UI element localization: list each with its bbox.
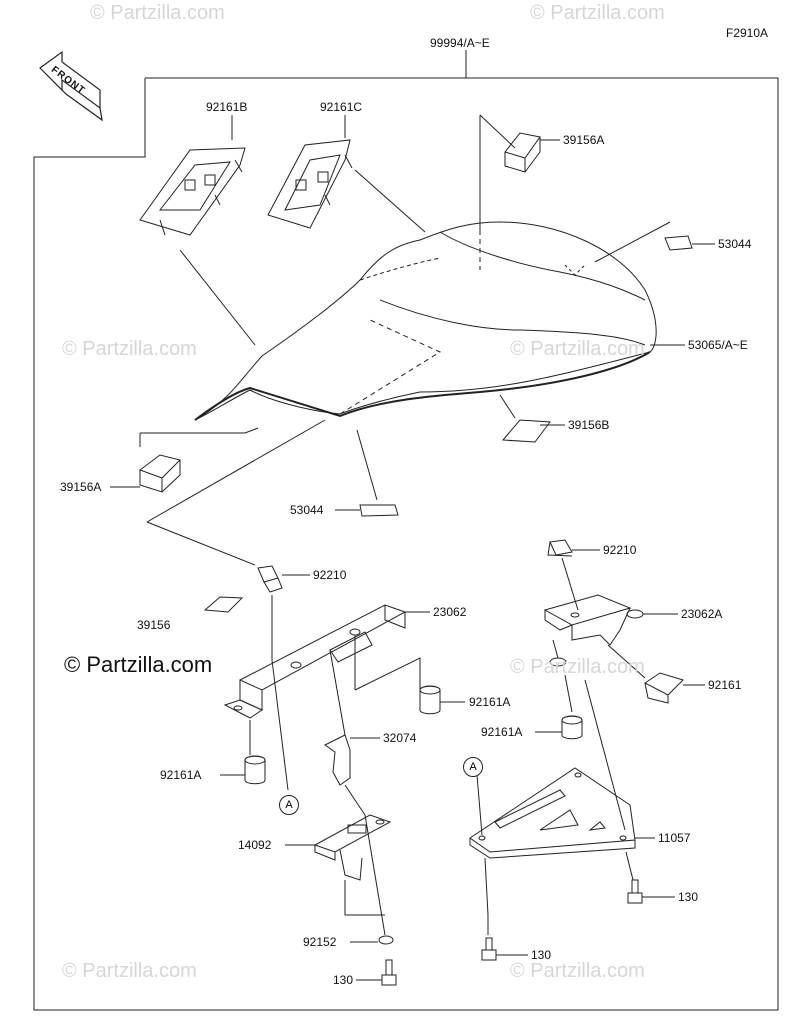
seat-cover-outline [194, 221, 657, 421]
callout-92161A-right: 92161A [481, 725, 523, 739]
reference-marker-a: A [463, 757, 483, 777]
washer-92152-drawing [378, 935, 394, 945]
watermark-main: © Partzilla.com [64, 652, 213, 677]
pad-39156B-drawing [501, 419, 551, 443]
callout-32074: 32074 [383, 731, 417, 745]
bracket-23062A-drawing [543, 594, 644, 667]
callout-92161B: 92161B [206, 100, 248, 114]
figure-id: F2910A [726, 26, 769, 40]
callout-130-right: 130 [678, 890, 699, 904]
grommet-92161A-mid-drawing [419, 685, 441, 715]
watermark: © Partzilla.com [90, 2, 225, 24]
callout-11057: 11057 [658, 831, 691, 845]
bolt-130-right-drawing [627, 879, 643, 904]
callout-92152: 92152 [303, 935, 337, 949]
bolt-130-mid-drawing [481, 937, 497, 961]
callout-92161: 92161 [708, 678, 742, 692]
callout-14092: 14092 [238, 838, 272, 852]
callout-53044-mid: 53044 [290, 503, 324, 517]
callout-99994: 99994/A~E [430, 36, 490, 50]
bracket-14092-drawing [313, 814, 392, 881]
seat-cover-underside [194, 351, 651, 421]
watermark: © Partzilla.com [530, 2, 665, 24]
front-arrow-icon [39, 50, 103, 122]
callout-23062: 23062 [433, 605, 467, 619]
bolt-130-bottom-drawing [381, 959, 397, 986]
callout-92161A-left: 92161A [160, 768, 202, 782]
watermark: © Partzilla.com [510, 960, 645, 982]
callout-92161A-mid: 92161A [469, 695, 511, 709]
callout-39156A-left: 39156A [60, 480, 102, 494]
callout-53044-right: 53044 [718, 237, 752, 251]
grommet-92161A-right-drawing [561, 715, 583, 740]
watermark: © Partzilla.com [62, 960, 197, 982]
bracket-23062-drawing [223, 604, 407, 719]
bracket-32074-drawing [324, 734, 351, 786]
assembly-frame [33, 77, 779, 1011]
callout-130-mid: 130 [531, 948, 552, 962]
grommet-92161A-left-drawing [244, 755, 266, 785]
callout-92210-right: 92210 [603, 543, 637, 557]
plate-11057-drawing [469, 767, 636, 859]
watermark: © Partzilla.com [62, 338, 197, 360]
callout-39156B: 39156B [568, 418, 610, 432]
watermark: © Partzilla.com [510, 338, 645, 360]
callout-92161C: 92161C [320, 100, 363, 114]
callout-23062A: 23062A [681, 607, 723, 621]
callout-130-bottom: 130 [333, 973, 354, 987]
block-39156A-left-drawing [138, 454, 181, 493]
clip-53044-mid-drawing [359, 504, 399, 517]
pad-92161B-drawing [139, 147, 246, 236]
clip-92210-right-drawing [547, 539, 573, 557]
pad-39156-drawing [203, 596, 244, 613]
callout-39156: 39156 [137, 618, 171, 632]
clip-92210-left-drawing [257, 565, 283, 593]
callout-39156A-top: 39156A [563, 133, 605, 147]
pad-92161-drawing [644, 672, 684, 704]
block-39156A-top-drawing [504, 132, 541, 173]
callout-53065: 53065/A~E [688, 338, 748, 352]
callout-92210-left: 92210 [313, 568, 347, 582]
reference-marker-a: A [279, 795, 299, 815]
watermark: © Partzilla.com [510, 656, 645, 678]
pad-92161C-drawing [267, 139, 353, 229]
clip-53044-right-drawing [664, 235, 693, 251]
